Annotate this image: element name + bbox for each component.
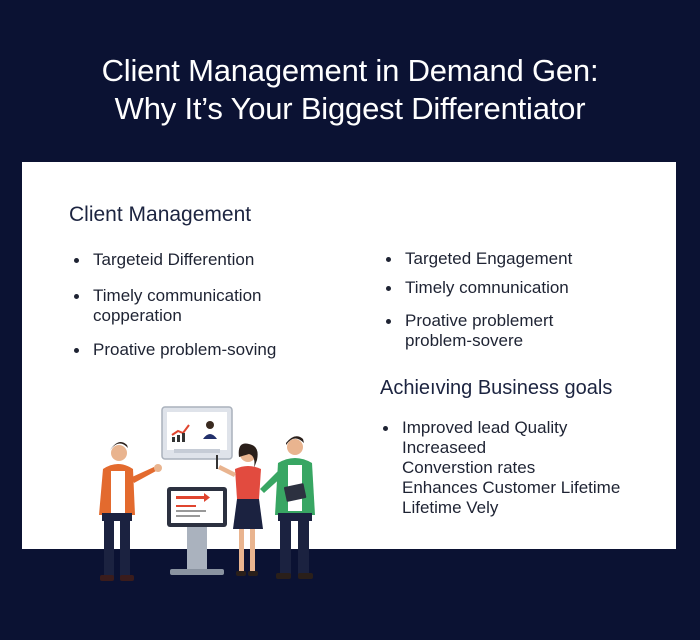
- profile-avatar-icon: [206, 421, 214, 429]
- team-illustration: [99, 406, 315, 581]
- left-bullet-item: Proative problem-soving: [71, 340, 281, 360]
- goals-bullet-item: Improved lead Quality: [380, 418, 620, 438]
- person-orange: [99, 441, 162, 581]
- right-bullet-item: Targeted Engagement: [383, 249, 583, 269]
- right-bullet-item: Proative problemert problem-sovere: [383, 311, 583, 351]
- tablet-icon: [283, 483, 307, 502]
- title-line-2: Why It’s Your Biggest Differentiator: [114, 91, 586, 126]
- goals-sub-item: Lifetime Vely: [402, 498, 499, 517]
- goals-sub-item: Enhances Customer Lifetime: [402, 478, 621, 497]
- right-bullet-list: Targeted Engagement Timely comnunication…: [383, 249, 583, 351]
- title-line-1: Client Management in Demand Gen:: [101, 53, 599, 88]
- person-red: [216, 443, 263, 576]
- kiosk-screen: [167, 487, 227, 575]
- left-bullet-list: Targeteid Differention Timely communicat…: [71, 250, 281, 360]
- goals-sub-item: Increaseed: [402, 438, 487, 457]
- goals-sub-item: Converstion rates: [402, 458, 536, 477]
- right-bullet-item: Timely comnunication: [383, 278, 583, 298]
- person-green: [260, 436, 315, 579]
- business-goals-heading: Achieıving Business goals: [380, 377, 613, 399]
- goals-bullet-list: Improved lead Quality: [380, 418, 620, 438]
- left-bullet-item: Targeteid Differention: [71, 250, 281, 270]
- client-management-heading: Client Management: [69, 203, 252, 226]
- goals-sub-list: Increaseed Converstion rates Enhances Cu…: [402, 438, 620, 518]
- upper-screen: [161, 406, 233, 460]
- page-title: Client Management in Demand Gen: Why It’…: [0, 52, 700, 128]
- left-bullet-item: Timely communication copperation: [71, 286, 281, 326]
- trend-line-icon: [171, 424, 190, 436]
